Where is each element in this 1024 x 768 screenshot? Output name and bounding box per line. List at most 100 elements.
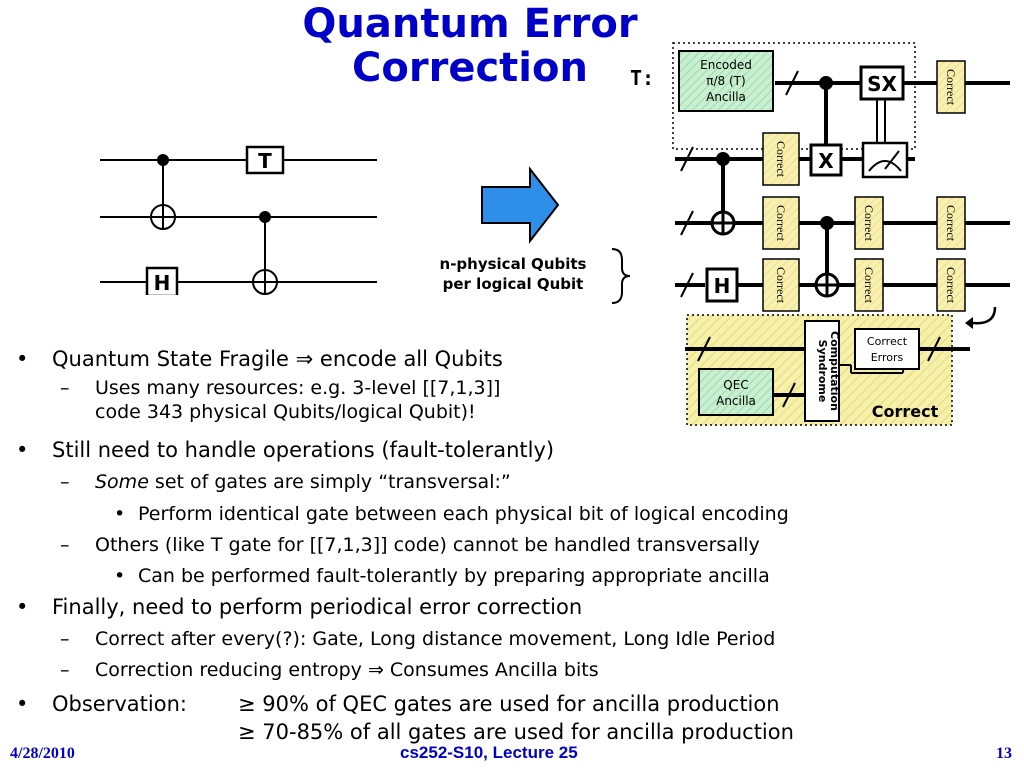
qubit-label-line-2: per logical Qubit (442, 275, 584, 293)
bullet-2: • Still need to handle operations (fault-… (16, 436, 554, 464)
bullet-3-sub-2-text-b: Consumes Ancilla bits (383, 659, 599, 681)
t-label: T: (630, 66, 655, 90)
bullet-1: •Quantum State Fragile ⇒ encode all Qubi… (16, 345, 503, 373)
bullet-2-sub-1-text: set of gates are simply “transversal:” (148, 471, 511, 493)
dash-marker: – (60, 377, 70, 399)
bullet-2-sub-1-sub: • Perform identical gate between each phy… (114, 502, 789, 526)
bullet-1-sub-1-line-1: Uses many resources: e.g. 3-level [[7,1,… (95, 377, 501, 399)
correct-box: Correct (936, 258, 966, 312)
bullet-3-sub-1-text: Correct after every(?): Gate, Long dista… (95, 628, 776, 650)
arrow-symbol: ⇒ (367, 659, 384, 681)
encoded-ancilla-box (678, 50, 774, 112)
ancilla-line-1: Encoded (700, 58, 752, 72)
dash-marker: – (60, 471, 70, 493)
right-circuit-diagram: Encoded π/8 (T) Ancilla SX X H Correct C… (672, 42, 1010, 426)
bullet-4-line-2: ≥ 70-85% of all gates are used for ancil… (238, 720, 794, 744)
syndrome-line-2: Computation (828, 331, 841, 411)
qec-ancilla-line-1: QEC (723, 378, 748, 392)
bullet-marker: • (16, 595, 29, 619)
correct-box: Correct (936, 60, 966, 114)
bullet-marker: • (114, 503, 126, 525)
svg-text:Correct: Correct (862, 267, 876, 304)
bullet-2-sub-1-italic: Some (95, 471, 149, 493)
bullet-2-text: Still need to handle operations (fault-t… (52, 438, 555, 462)
sx-gate-label: SX (867, 72, 897, 96)
control-dot (259, 211, 271, 223)
h-gate-box (705, 267, 739, 303)
title-line-2: Correction (352, 45, 588, 91)
bullet-2-sub-2-sub: • Can be performed fault-tolerantly by pr… (114, 564, 770, 588)
t-gadget-region (672, 42, 916, 150)
qubit-label: n-physical Qubits per logical Qubit (418, 254, 608, 294)
correct-box: Correct (854, 258, 884, 312)
correct-errors-line-1: Correct (867, 335, 908, 348)
bullet-3-sub-1: – Correct after every(?): Gate, Long dist… (60, 627, 775, 651)
h-gate-label: H (714, 274, 731, 298)
bullet-4-line-1: ≥ 90% of QEC gates are used for ancilla … (238, 692, 780, 716)
correct-box: Correct (936, 196, 966, 250)
t-gate-label: T (258, 149, 272, 173)
slide-title: Quantum Error Correction (270, 2, 670, 90)
bullet-1-text-b: encode all Qubits (313, 347, 503, 371)
svg-text:Correct: Correct (944, 205, 958, 242)
svg-text:Correct: Correct (774, 141, 788, 178)
control-dot (820, 216, 834, 230)
qec-ancilla-line-2: Ancilla (716, 394, 756, 408)
footer-page-number: 13 (996, 745, 1012, 762)
bullet-2-sub-2-text: Others (like T gate for [[7,1,3]] code) … (95, 534, 760, 556)
bullet-4: • Observation: ≥ 90% of QEC gates are used… (16, 690, 780, 718)
correct-errors-box (854, 328, 920, 370)
left-circuit-diagram: T H (100, 145, 377, 295)
bullet-marker: • (114, 565, 126, 587)
bullet-2-sub-1-sub-text: Perform identical gate between each phys… (138, 503, 789, 525)
dash-marker: – (60, 659, 70, 681)
correct-caption: Correct (872, 402, 939, 421)
t-gate-box (245, 145, 285, 175)
bullet-3-sub-2: – Correction reducing entropy ⇒ Consumes … (60, 658, 599, 682)
arrow-symbol: ⇒ (295, 347, 314, 371)
dash-marker: – (60, 534, 70, 556)
bullet-2-sub-1: – Some set of gates are simply “transvers… (60, 470, 511, 494)
x-gate-label: X (818, 149, 834, 173)
correct-box: Correct (762, 132, 800, 186)
bullet-1-text-a: Quantum State Fragile (52, 347, 296, 371)
bullet-1-sub-1: – Uses many resources: e.g. 3-level [[7,1… (60, 376, 500, 400)
correct-errors-line-2: Errors (871, 351, 904, 364)
svg-text:Correct: Correct (774, 205, 788, 242)
transform-arrow-icon (481, 166, 560, 244)
control-dot (157, 154, 169, 166)
svg-text:Correct: Correct (862, 205, 876, 242)
control-dot (819, 76, 833, 90)
h-gate-box (145, 266, 179, 295)
bullet-1-sub-1-line-2: code 343 physical Qubits/logical Qubit)! (95, 401, 476, 423)
bullet-3-sub-2-text-a: Correction reducing entropy (95, 659, 368, 681)
correct-box: Correct (762, 196, 800, 250)
qubit-label-line-1: n-physical Qubits (439, 255, 587, 273)
ancilla-line-2: π/8 (T) (706, 74, 745, 88)
title-line-1: Quantum Error (302, 1, 638, 47)
svg-text:Correct: Correct (944, 69, 958, 106)
bullet-3-text: Finally, need to perform periodical erro… (52, 595, 583, 619)
brace-icon (611, 248, 631, 304)
curved-arrow-icon (972, 306, 997, 325)
bullet-3: • Finally, need to perform periodical err… (16, 593, 582, 621)
bullet-marker: • (16, 692, 29, 716)
ancilla-line-3: Ancilla (706, 90, 746, 104)
correct-box: Correct (762, 258, 800, 312)
h-gate-label: H (154, 271, 171, 295)
footer-date: 4/28/2010 (10, 745, 75, 762)
qec-ancilla-box (698, 368, 774, 416)
bullet-marker: • (16, 438, 29, 462)
bullet-2-sub-2: – Others (like T gate for [[7,1,3]] code)… (60, 533, 760, 557)
syndrome-line-1: Syndrome (816, 340, 829, 403)
sx-gate-box (859, 65, 905, 101)
footer-course: cs252-S10, Lecture 25 (400, 743, 578, 762)
svg-text:Correct: Correct (944, 267, 958, 304)
svg-text:Correct: Correct (774, 267, 788, 304)
correct-box: Correct (854, 196, 884, 250)
control-dot (716, 152, 730, 166)
dash-marker: – (60, 628, 70, 650)
bullet-2-sub-2-sub-text: Can be performed fault-tolerantly by pre… (138, 565, 770, 587)
syndrome-box (804, 320, 840, 422)
bullet-4-label: Observation: (52, 692, 187, 716)
